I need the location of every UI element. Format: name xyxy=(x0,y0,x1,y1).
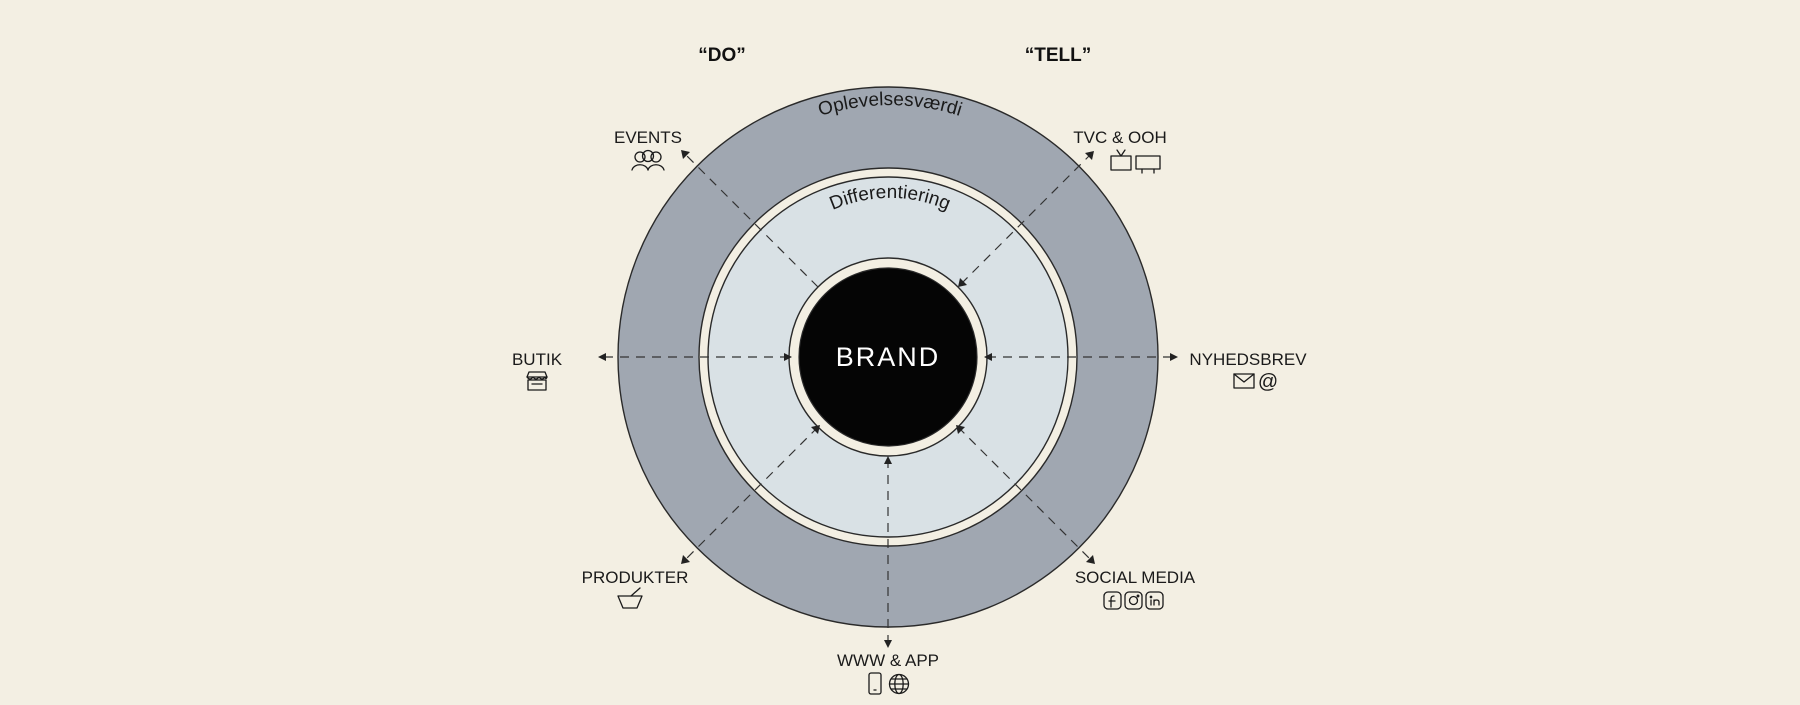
arrow-butik xyxy=(598,353,606,361)
instagram-icon xyxy=(1124,591,1143,610)
heading-do: “DO” xyxy=(698,45,746,66)
channel-events: EVENTS xyxy=(614,128,682,171)
arrow-www xyxy=(884,640,892,648)
mail-icon xyxy=(1233,373,1255,389)
at-icon: @ xyxy=(1258,371,1278,393)
channel-label-produkter: PRODUKTER xyxy=(582,568,689,587)
channel-social: SOCIAL MEDIA xyxy=(1075,568,1196,610)
arrow-butik-in xyxy=(784,353,792,361)
arrow-social-in xyxy=(956,425,965,434)
spokes xyxy=(598,150,1178,648)
shop-icon xyxy=(526,371,548,391)
channel-nyhedsbrev: NYHEDSBREV @ xyxy=(1189,350,1307,393)
phone-icon xyxy=(868,672,882,695)
arrow-tvc-out xyxy=(1085,151,1094,160)
arrow-produkter-in xyxy=(811,425,820,434)
arrow-www-in xyxy=(884,456,892,464)
channel-label-tvc: TVC & OOH xyxy=(1073,128,1167,147)
channel-tvc: TVC & OOH xyxy=(1073,128,1167,174)
brand-circle xyxy=(798,267,978,447)
brand-label: BRAND xyxy=(836,342,941,372)
channel-www: WWW & APP xyxy=(837,651,939,695)
arrow-tvc-in xyxy=(958,278,967,287)
arrow-nyhedsbrev-in xyxy=(984,353,992,361)
heading-tell: “TELL” xyxy=(1025,45,1092,66)
tv-billboard-icon xyxy=(1110,149,1161,174)
arrow-produkter xyxy=(681,555,690,564)
channel-label-events: EVENTS xyxy=(614,128,682,147)
facebook-icon xyxy=(1103,591,1122,610)
group-icon xyxy=(631,149,665,171)
channel-produkter: PRODUKTER xyxy=(582,568,689,609)
arrow-nyhedsbrev xyxy=(1170,353,1178,361)
arrow-social xyxy=(1086,555,1095,564)
svg-text:@: @ xyxy=(1258,371,1278,393)
basket-icon xyxy=(617,587,643,609)
globe-icon xyxy=(888,673,910,695)
channel-label-nyhedsbrev: NYHEDSBREV xyxy=(1189,350,1307,369)
channel-label-social: SOCIAL MEDIA xyxy=(1075,568,1196,587)
channel-butik: BUTIK xyxy=(512,350,563,391)
arrow-events xyxy=(681,150,690,159)
channel-label-butik: BUTIK xyxy=(512,350,563,369)
linkedin-icon xyxy=(1145,591,1164,610)
channel-label-www: WWW & APP xyxy=(837,651,939,670)
